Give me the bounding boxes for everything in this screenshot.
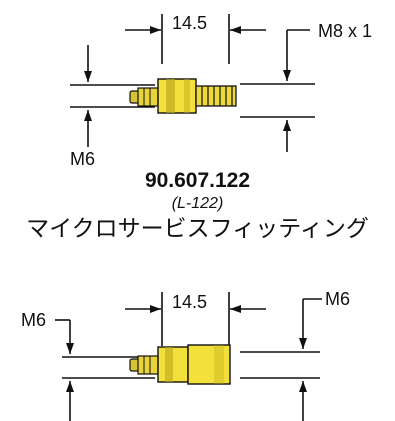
top-thread-right-arrowhead-top <box>283 70 291 81</box>
part-reference: (L-122) <box>171 195 224 212</box>
top-length-arrowhead-left <box>150 26 161 34</box>
top-thread-right-arrowhead-bottom <box>283 120 291 131</box>
bottom-thread-left-arrowhead-top <box>66 343 74 354</box>
bottom-thread-right-arrowhead-bottom <box>299 381 307 392</box>
bottom-length-arrowhead-left <box>150 305 161 313</box>
top-thread-right-label: M8 x 1 <box>318 21 373 41</box>
bottom-thread-left-label: M6 <box>21 310 47 330</box>
top-thread-left-label: M6 <box>70 149 96 169</box>
bottom-length-label: 14.5 <box>172 292 208 312</box>
top-thread-left-arrowhead-top <box>84 71 92 82</box>
top-thread-left-arrowhead-bottom <box>84 110 92 121</box>
top-length-label: 14.5 <box>172 13 208 33</box>
bottom-fitting-body <box>129 344 231 385</box>
part-number: 90.607.122 <box>144 169 251 192</box>
bottom-length-arrowhead-right <box>230 305 241 313</box>
top-fitting-body <box>129 78 237 114</box>
top-fitting-drawing <box>70 14 315 152</box>
bottom-thread-right-label: M6 <box>325 289 351 309</box>
top-length-arrowhead-right <box>230 26 241 34</box>
bottom-thread-right-arrowhead-top <box>299 338 307 349</box>
bottom-fitting-drawing <box>55 292 322 421</box>
bottom-thread-left-arrowhead-bottom <box>66 381 74 392</box>
product-caption: マイクロサービスフィッティング <box>26 215 369 241</box>
